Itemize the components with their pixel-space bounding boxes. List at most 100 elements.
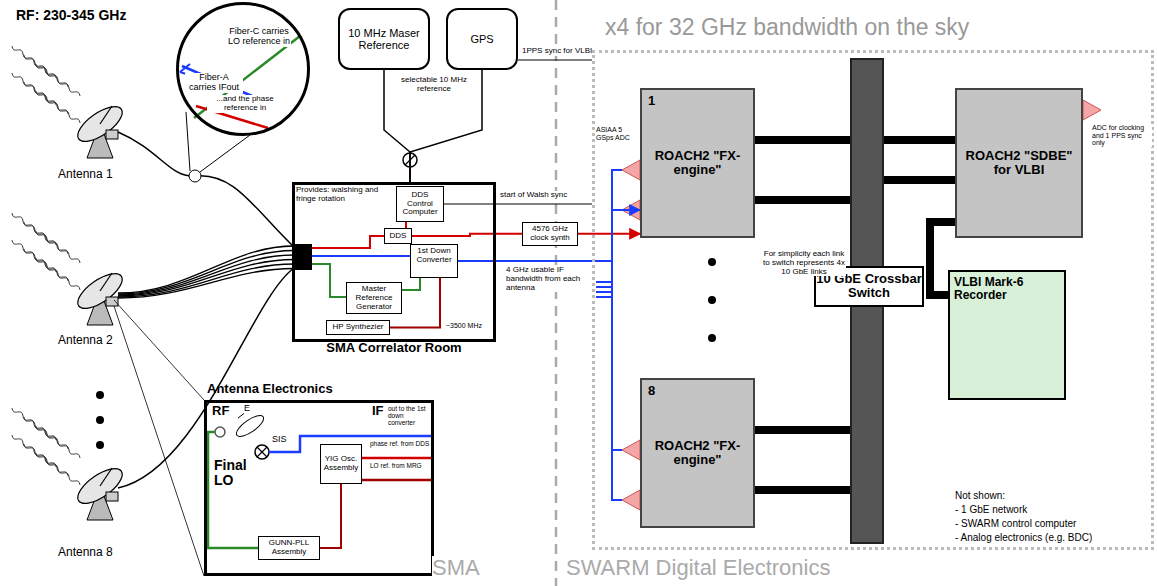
fiber (118, 255, 294, 295)
annotation: LO ref. from MRG (370, 462, 430, 469)
if-line (312, 255, 410, 257)
box-text: x4 for 32 GHz bandwidth on the sky (605, 15, 969, 40)
lo-line (312, 264, 346, 297)
lo-feed (215, 427, 225, 437)
annotation: Provides: walshing and fringe rotation (296, 186, 392, 204)
if-bundle (596, 296, 612, 298)
annotation: selectable 10 MHz reference (392, 76, 476, 94)
fiber (118, 260, 294, 297)
annotation: RF (212, 404, 229, 418)
annotation: SIS (272, 435, 287, 445)
box-text: ...and the phase reference in (207, 95, 283, 113)
if-line (612, 170, 622, 500)
diagram-box: 1st Down Converter (410, 244, 458, 278)
connector-label: start of Walsh sync (500, 191, 567, 200)
rf-wave (24, 222, 68, 254)
if-bundle (596, 281, 612, 283)
annotation: E (244, 404, 250, 414)
sis-mixer (255, 445, 269, 459)
connector (884, 136, 955, 144)
antenna-dish (72, 267, 127, 315)
rf-wave (24, 249, 68, 281)
annotation: out to the 1st down converter (388, 405, 428, 426)
connector (412, 234, 522, 236)
box-text: GUNN-PLL Assembly (261, 539, 317, 557)
box-text: ROACH2 "SDBE" for VLBI (959, 149, 1079, 178)
box-text: 10 MHz Maser Reference (342, 27, 426, 51)
diagram-box: 8ROACH2 "FX-engine" (640, 378, 755, 528)
annotation: Antenna 1 (58, 168, 113, 181)
annotation: ~3500 MHz (446, 322, 482, 330)
rf-wave (36, 453, 80, 485)
if-bundle (596, 291, 612, 293)
callout-leader (186, 112, 250, 172)
annotation: ASIAA 5 GSps ADC (596, 126, 636, 141)
annotation: 4 GHz usable IF bandwidth from each ante… (506, 266, 592, 292)
mixer-cross (257, 447, 267, 457)
box-text: Master Reference Generator (349, 285, 399, 311)
reference-line (312, 236, 384, 248)
annotation: For simplicity each link to switch repre… (762, 250, 846, 276)
diagram-box: DDS (384, 228, 412, 244)
ellipsis-dot (96, 441, 104, 449)
ellipsis-dot (708, 296, 716, 304)
annotation: Antenna 8 (58, 546, 113, 559)
connector (755, 426, 850, 434)
diagram-box: 4576 GHz clock synth (522, 222, 578, 246)
box-text: GPS (470, 33, 493, 45)
fiber (118, 269, 294, 299)
diagram-box: 1ROACH2 "FX-engine" (640, 88, 755, 238)
annotation: Final LO (214, 458, 258, 489)
callout-leader (114, 300, 204, 576)
rf-wave (12, 240, 56, 272)
annotation: RF: 230-345 GHz (16, 8, 126, 23)
antenna-feed (100, 468, 112, 486)
diagram-box: ROACH2 "SDBE" for VLBI (955, 88, 1083, 238)
box-text: ROACH2 "FX-engine" (644, 149, 751, 178)
diagram-box: x4 for 32 GHz bandwidth on the sky1ROACH… (592, 50, 1154, 550)
rf-wave (36, 91, 80, 123)
fiber (118, 246, 294, 293)
rf-wave (36, 231, 80, 263)
box-text: 1 (648, 94, 655, 108)
rf-wave (24, 444, 68, 476)
connector (755, 136, 850, 144)
ellipsis-dot (96, 416, 104, 424)
rf-wave (12, 408, 56, 440)
divider-line (555, 0, 558, 586)
connector (458, 210, 640, 261)
annotation: ADC for clocking and 1 PPS sync only (1092, 124, 1152, 147)
beam-splitter (233, 412, 266, 440)
annotation: IF (372, 404, 384, 418)
diagram-box: HP Synthezier (326, 320, 390, 335)
lo-ref-line (362, 479, 434, 482)
antenna-feed (100, 273, 112, 291)
antenna-dish (72, 462, 127, 510)
receiver-cabin (106, 130, 118, 139)
rf-wave (12, 435, 56, 467)
adc-symbol (1083, 100, 1101, 120)
annotation: SMA (432, 556, 480, 580)
receiver-cabin (106, 492, 118, 501)
connector (320, 484, 341, 548)
diagram-box: SMA Correlator RoomDDS Control ComputerD… (292, 182, 496, 342)
box-text: Fiber-C carries LO reference in (227, 27, 291, 47)
fiber-a-line (182, 66, 252, 96)
box-text: 1st Down Converter (413, 247, 455, 265)
adc-symbol (622, 490, 640, 510)
diagram-box: VLBI Mark-6 Recorder (948, 270, 1066, 400)
fiber (118, 264, 294, 297)
box-text: DDS (390, 232, 407, 241)
annotation: Antenna 2 (58, 334, 113, 347)
rf-wave (36, 64, 80, 96)
rf-wave (24, 82, 68, 114)
rf-wave (24, 55, 68, 87)
ellipsis-dot (708, 334, 716, 342)
connector-label: 1PPS sync for VLBI (522, 47, 592, 56)
diagram-box: 10 MHz Maser Reference (338, 8, 430, 70)
diagram-box: GPS (446, 8, 518, 70)
box-text: HP Synthezier (333, 323, 384, 332)
fiber-callout (189, 170, 201, 182)
rf-wave (12, 73, 56, 105)
lo-line (208, 432, 258, 548)
